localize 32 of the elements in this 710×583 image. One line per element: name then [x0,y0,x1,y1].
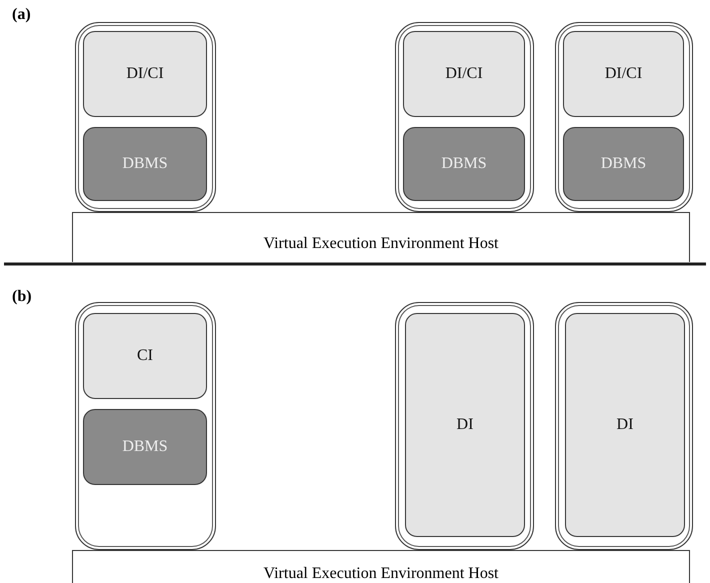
node-label: DBMS [441,155,487,173]
dbms-box [563,127,684,201]
component-box [405,313,525,537]
node-label: DI/CI [126,65,164,83]
node-label: Virtual Execution Environment Host [264,235,498,253]
host-platform [72,212,690,262]
dbms-box [83,409,207,485]
node-label: DBMS [122,155,168,173]
panel-label: (b) [12,288,32,306]
node-label: DI [456,416,474,434]
node-label: DI/CI [445,65,483,83]
container-box [555,302,693,550]
dbms-box [403,127,525,201]
node-label: CI [137,347,153,365]
node-label: DI/CI [604,65,642,83]
container-box [555,22,693,212]
container-box [75,22,216,212]
host-platform [72,550,690,583]
component-box [83,31,207,117]
container-box [395,302,534,550]
node-label: DBMS [600,155,646,173]
component-box [565,313,685,537]
component-box [83,313,207,399]
component-box [563,31,684,117]
dbms-box [83,127,207,201]
container-box [395,22,534,212]
node-label: DI [616,416,634,434]
node-label: Virtual Execution Environment Host [264,565,498,583]
node-label: DBMS [122,438,168,456]
container-box [75,302,216,550]
component-box [403,31,525,117]
panel-label: (a) [12,6,31,24]
